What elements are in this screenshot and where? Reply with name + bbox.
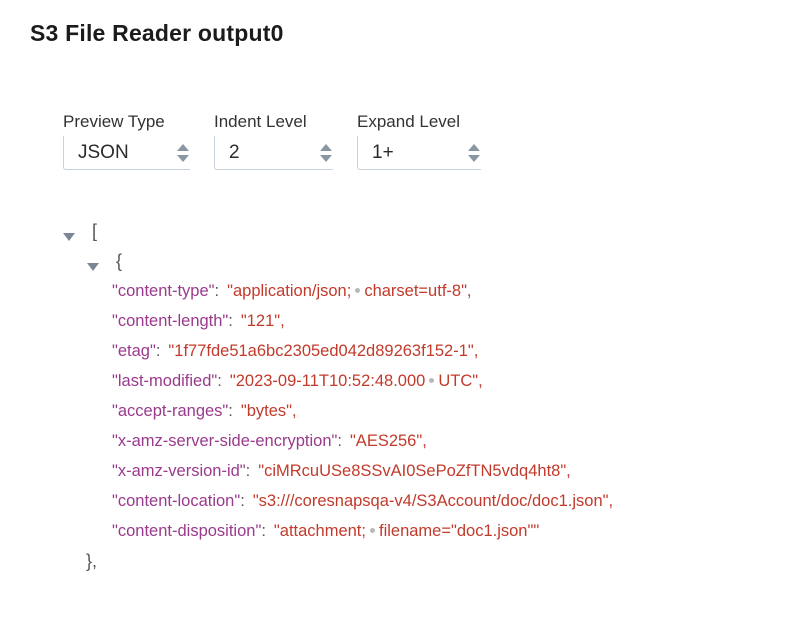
json-tree: [ { "content-type": "application/json; cha…	[62, 216, 613, 576]
json-entry-row: "x-amz-version-id": "ciMRcuUSe8SSvAI0SePo…	[62, 456, 613, 486]
json-key: "content-disposition"	[112, 522, 262, 540]
whitespace-dot-icon	[429, 378, 435, 383]
json-object-close-row: },	[62, 546, 613, 576]
indent-level-value: 2	[229, 141, 240, 163]
json-separator: :	[217, 372, 222, 390]
json-separator: :	[245, 462, 251, 480]
json-entry-row: "content-type": "application/json; charset…	[62, 276, 613, 306]
json-value: filename="doc1.json""	[378, 522, 540, 540]
json-value: "2023-09-11T10:52:48.000	[229, 372, 426, 390]
json-value: "121",	[240, 312, 285, 330]
json-key: "etag"	[112, 342, 156, 360]
preview-controls: Preview Type JSON Indent Level 2 Expand …	[63, 112, 481, 170]
panel-title: S3 File Reader output0	[30, 20, 284, 46]
json-value: "application/json;	[227, 282, 352, 300]
json-value: "AES256",	[349, 432, 427, 450]
whitespace-dot-icon	[369, 528, 375, 533]
json-separator: :	[228, 312, 233, 330]
preview-type-select[interactable]: JSON	[63, 136, 190, 170]
json-key: "last-modified"	[112, 372, 218, 390]
json-object-row: {	[62, 246, 613, 276]
json-entry-row: "last-modified": "2023-09-11T10:52:48.000…	[62, 366, 613, 396]
json-entry-row: "content-location": "s3:///coresnapsqa-v4…	[62, 486, 613, 516]
json-separator: :	[155, 342, 161, 360]
json-entry-row: "x-amz-server-side-encryption": "AES256",	[62, 426, 613, 456]
json-entry-row: "etag": "1f77fde51a6bc2305ed042d89263f152…	[62, 336, 613, 366]
json-separator: :	[214, 282, 220, 300]
json-value: "1f77fde51a6bc2305ed042d89263f152-1",	[168, 342, 479, 360]
json-separator: :	[261, 522, 266, 540]
indent-level-control: Indent Level 2	[214, 112, 333, 170]
spinner-arrows-icon[interactable]	[467, 142, 481, 164]
json-key: "content-location"	[112, 492, 241, 510]
indent-level-label: Indent Level	[214, 112, 307, 131]
json-entries: "content-type": "application/json; charset…	[62, 276, 613, 546]
json-key: "accept-ranges"	[112, 402, 229, 420]
json-entry-row: "content-disposition": "attachment; filena…	[62, 516, 613, 546]
json-entry-row: "accept-ranges": "bytes",	[62, 396, 613, 426]
collapse-caret-icon[interactable]	[62, 224, 76, 241]
json-value: UTC",	[438, 372, 483, 390]
json-separator: :	[337, 432, 342, 450]
json-entry-row: "content-length": "121",	[62, 306, 613, 336]
json-separator: :	[228, 402, 233, 420]
preview-type-value: JSON	[78, 141, 129, 163]
spinner-arrows-icon[interactable]	[319, 142, 333, 164]
json-value: "s3:///coresnapsqa-v4/S3Account/doc/doc1…	[252, 492, 614, 510]
expand-level-select[interactable]: 1+	[357, 136, 481, 170]
json-key: "content-type"	[112, 282, 215, 300]
whitespace-dot-icon	[355, 288, 361, 293]
indent-level-select[interactable]: 2	[214, 136, 333, 170]
object-close-brace: },	[86, 551, 98, 571]
expand-level-value: 1+	[372, 141, 394, 163]
json-separator: :	[240, 492, 245, 510]
collapse-caret-icon[interactable]	[86, 254, 100, 271]
json-value: "bytes",	[240, 402, 297, 420]
json-key: "content-length"	[112, 312, 229, 330]
json-array-row: [	[62, 216, 613, 246]
expand-level-label: Expand Level	[357, 112, 461, 131]
json-value: "ciMRcuUSe8SSvAI0SePoZfTN5vdq4ht8",	[258, 462, 571, 480]
object-open-brace: {	[116, 251, 123, 271]
json-value: charset=utf-8",	[364, 282, 472, 300]
json-value: "attachment;	[273, 522, 366, 540]
expand-level-control: Expand Level 1+	[357, 112, 481, 170]
preview-type-control: Preview Type JSON	[63, 112, 190, 170]
array-open-bracket: [	[92, 221, 98, 241]
json-key: "x-amz-version-id"	[112, 462, 246, 480]
spinner-arrows-icon[interactable]	[176, 142, 190, 164]
preview-type-label: Preview Type	[63, 112, 165, 131]
json-key: "x-amz-server-side-encryption"	[112, 432, 338, 450]
